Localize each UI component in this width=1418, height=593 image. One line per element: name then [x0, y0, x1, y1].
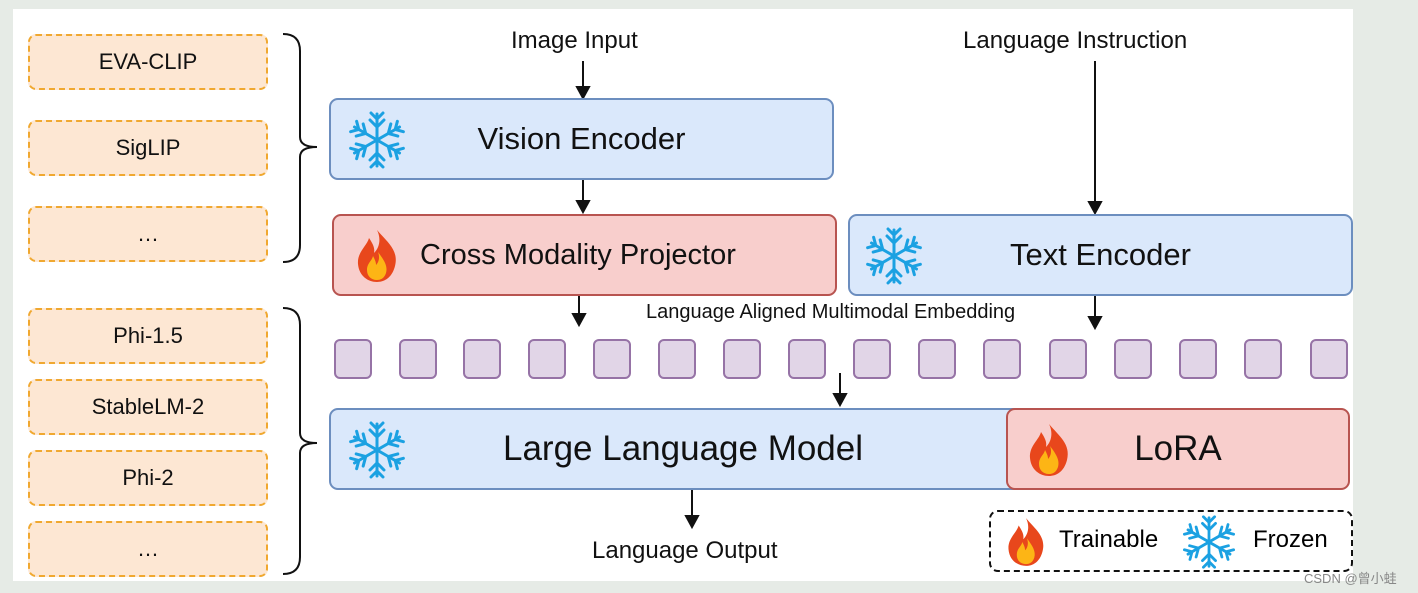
legend-frozen-label: Frozen [1253, 526, 1328, 553]
diagram-canvas: EVA-CLIP SigLIP … Phi-1.5 StableLM-2 Phi… [13, 9, 1353, 581]
embedding-token [1179, 339, 1217, 379]
language-option: Phi-2 [28, 450, 268, 506]
vision-option-label: EVA-CLIP [98, 49, 198, 74]
vision-brace [282, 33, 318, 263]
snowflake-icon [1181, 514, 1237, 570]
embedding-token [658, 339, 696, 379]
embedding-token [1049, 339, 1087, 379]
flame-icon [1029, 424, 1068, 476]
snowflake-icon [347, 110, 407, 170]
connectors [282, 33, 1103, 575]
snowflake-icon [864, 226, 924, 286]
embedding-token [983, 339, 1021, 379]
language-option: … [28, 521, 268, 577]
language-brace [282, 307, 318, 575]
legend-trainable-label: Trainable [1059, 526, 1159, 553]
snowflake-icon [347, 420, 407, 480]
llm-block: Large Language Model [329, 408, 1049, 490]
projector-block: Cross Modality Projector [332, 214, 837, 296]
embedding-label: Language Aligned Multimodal Embedding [646, 301, 1016, 323]
language-instruction-label: Language Instruction [963, 27, 1188, 54]
embedding-token [528, 339, 566, 379]
text-encoder-block: Text Encoder [848, 214, 1353, 296]
vision-option-label: SigLIP [115, 135, 181, 160]
language-output-label: Language Output [592, 537, 778, 564]
lora-label: LoRA [1134, 429, 1222, 468]
embedding-token [463, 339, 501, 379]
embedding-token [918, 339, 956, 379]
language-option: Phi-1.5 [28, 308, 268, 364]
embedding-token [593, 339, 631, 379]
embedding-token [399, 339, 437, 379]
language-option-label: … [137, 536, 159, 561]
flame-icon [357, 230, 396, 282]
vision-option: EVA-CLIP [28, 34, 268, 90]
flame-icon [1008, 518, 1044, 566]
llm-label: Large Language Model [503, 429, 864, 468]
embedding-token [788, 339, 826, 379]
image-input-label: Image Input [511, 27, 638, 54]
text-encoder-label: Text Encoder [1010, 237, 1191, 272]
language-option-label: StableLM-2 [91, 394, 205, 419]
legend: Trainable Frozen [989, 510, 1353, 572]
vision-option-label: … [137, 221, 159, 246]
embedding-token [1114, 339, 1152, 379]
embedding-token [334, 339, 372, 379]
projector-label: Cross Modality Projector [420, 238, 736, 271]
embedding-token [853, 339, 891, 379]
language-option: StableLM-2 [28, 379, 268, 435]
language-option-label: Phi-1.5 [113, 323, 183, 348]
embedding-token [1310, 339, 1348, 379]
vision-option: SigLIP [28, 120, 268, 176]
vision-option: … [28, 206, 268, 262]
lora-block: LoRA [1006, 408, 1350, 490]
embedding-token [1244, 339, 1282, 379]
vision-encoder-block: Vision Encoder [329, 98, 834, 180]
watermark: CSDN @曾小蛙 [1304, 571, 1397, 586]
language-option-label: Phi-2 [122, 465, 174, 490]
vision-encoder-label: Vision Encoder [477, 121, 686, 156]
embedding-token [723, 339, 761, 379]
